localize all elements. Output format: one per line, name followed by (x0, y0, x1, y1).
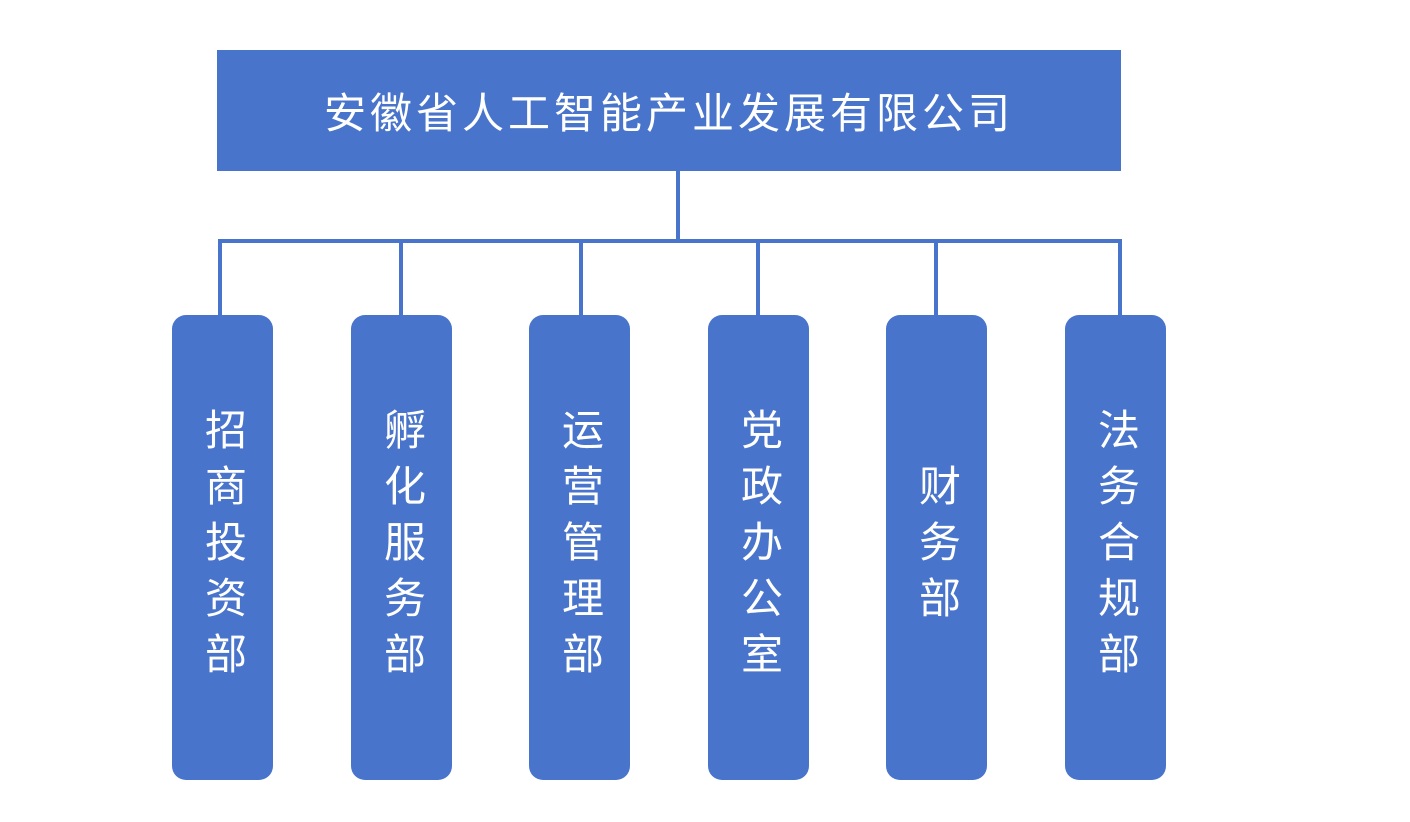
dept-node-finance: 财务部 (886, 315, 987, 780)
dept-node-label: 党政办公室 (734, 407, 784, 688)
dept-node-label: 招商投资部 (198, 407, 248, 688)
dept-node-label: 法务合规部 (1091, 407, 1141, 688)
dept-node-party-office: 党政办公室 (708, 315, 809, 780)
dept-node-incubation: 孵化服务部 (351, 315, 452, 780)
dept-node-label: 运营管理部 (555, 407, 605, 688)
dept-node-legal: 法务合规部 (1065, 315, 1166, 780)
dept-node-label: 财务部 (912, 463, 962, 632)
root-node-label: 安徽省人工智能产业发展有限公司 (323, 89, 1014, 138)
dept-node-label: 孵化服务部 (377, 407, 427, 688)
root-node-company: 安徽省人工智能产业发展有限公司 (217, 50, 1121, 171)
dept-node-operations: 运营管理部 (529, 315, 630, 780)
dept-node-investment: 招商投资部 (172, 315, 273, 780)
